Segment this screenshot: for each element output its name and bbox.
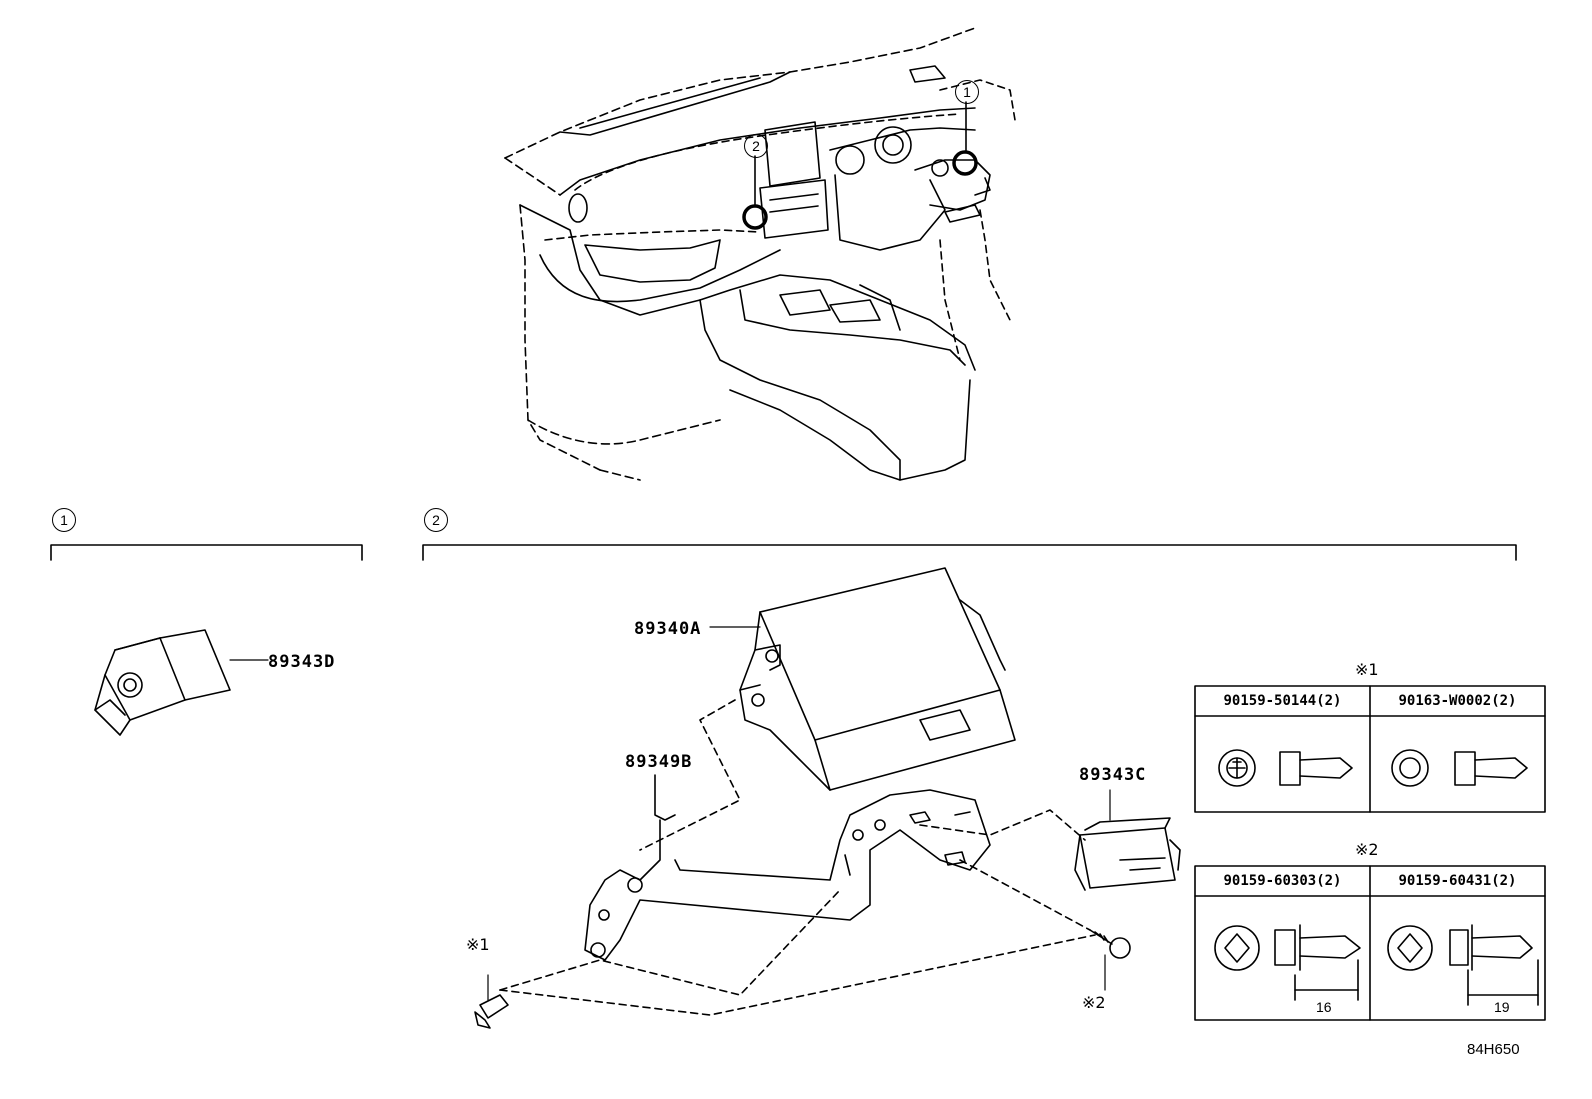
section-callout-1: 1 — [52, 508, 76, 532]
overview-callout-1: 1 — [955, 80, 979, 104]
section-2-bracket — [422, 544, 1517, 561]
screw-right-drawing — [1089, 929, 1131, 991]
fastener-group-1-mark: ※1 — [1355, 660, 1379, 679]
part-89343C-drawing — [1074, 789, 1181, 891]
part-label-89343C: 89343C — [1079, 765, 1147, 785]
assembly-lines — [499, 809, 1096, 1016]
fastener-90159-50144: 90159-50144(2) — [1223, 693, 1342, 709]
dimension-19: 19 — [1494, 999, 1510, 1015]
figure-code: 84H650 — [1467, 1041, 1520, 1058]
part-89349B-drawing — [584, 774, 991, 961]
fastener-table-2 — [1194, 865, 1546, 1021]
dimension-16: 16 — [1316, 999, 1332, 1015]
part-label-89343D: 89343D — [268, 652, 336, 672]
overview-callout-2: 2 — [744, 134, 768, 158]
fastener-90159-60431: 90159-60431(2) — [1398, 873, 1517, 889]
fastener-group-2-mark: ※2 — [1355, 840, 1379, 859]
part-89340A-drawing — [639, 567, 1016, 851]
fastener-table-1 — [1194, 685, 1546, 813]
screw-marker-1: ※1 — [466, 935, 490, 954]
part-label-89349B: 89349B — [625, 752, 693, 772]
section-1-bracket — [50, 544, 363, 561]
part-label-89340A: 89340A — [634, 619, 702, 639]
screw-marker-2: ※2 — [1082, 993, 1106, 1012]
dashboard-overview — [504, 27, 1016, 481]
fastener-90163-W0002: 90163-W0002(2) — [1398, 693, 1517, 709]
section-callout-2: 2 — [424, 508, 448, 532]
part-89343D-drawing — [94, 629, 269, 736]
fastener-90159-60303: 90159-60303(2) — [1223, 873, 1342, 889]
screw-left-drawing — [474, 974, 509, 1029]
